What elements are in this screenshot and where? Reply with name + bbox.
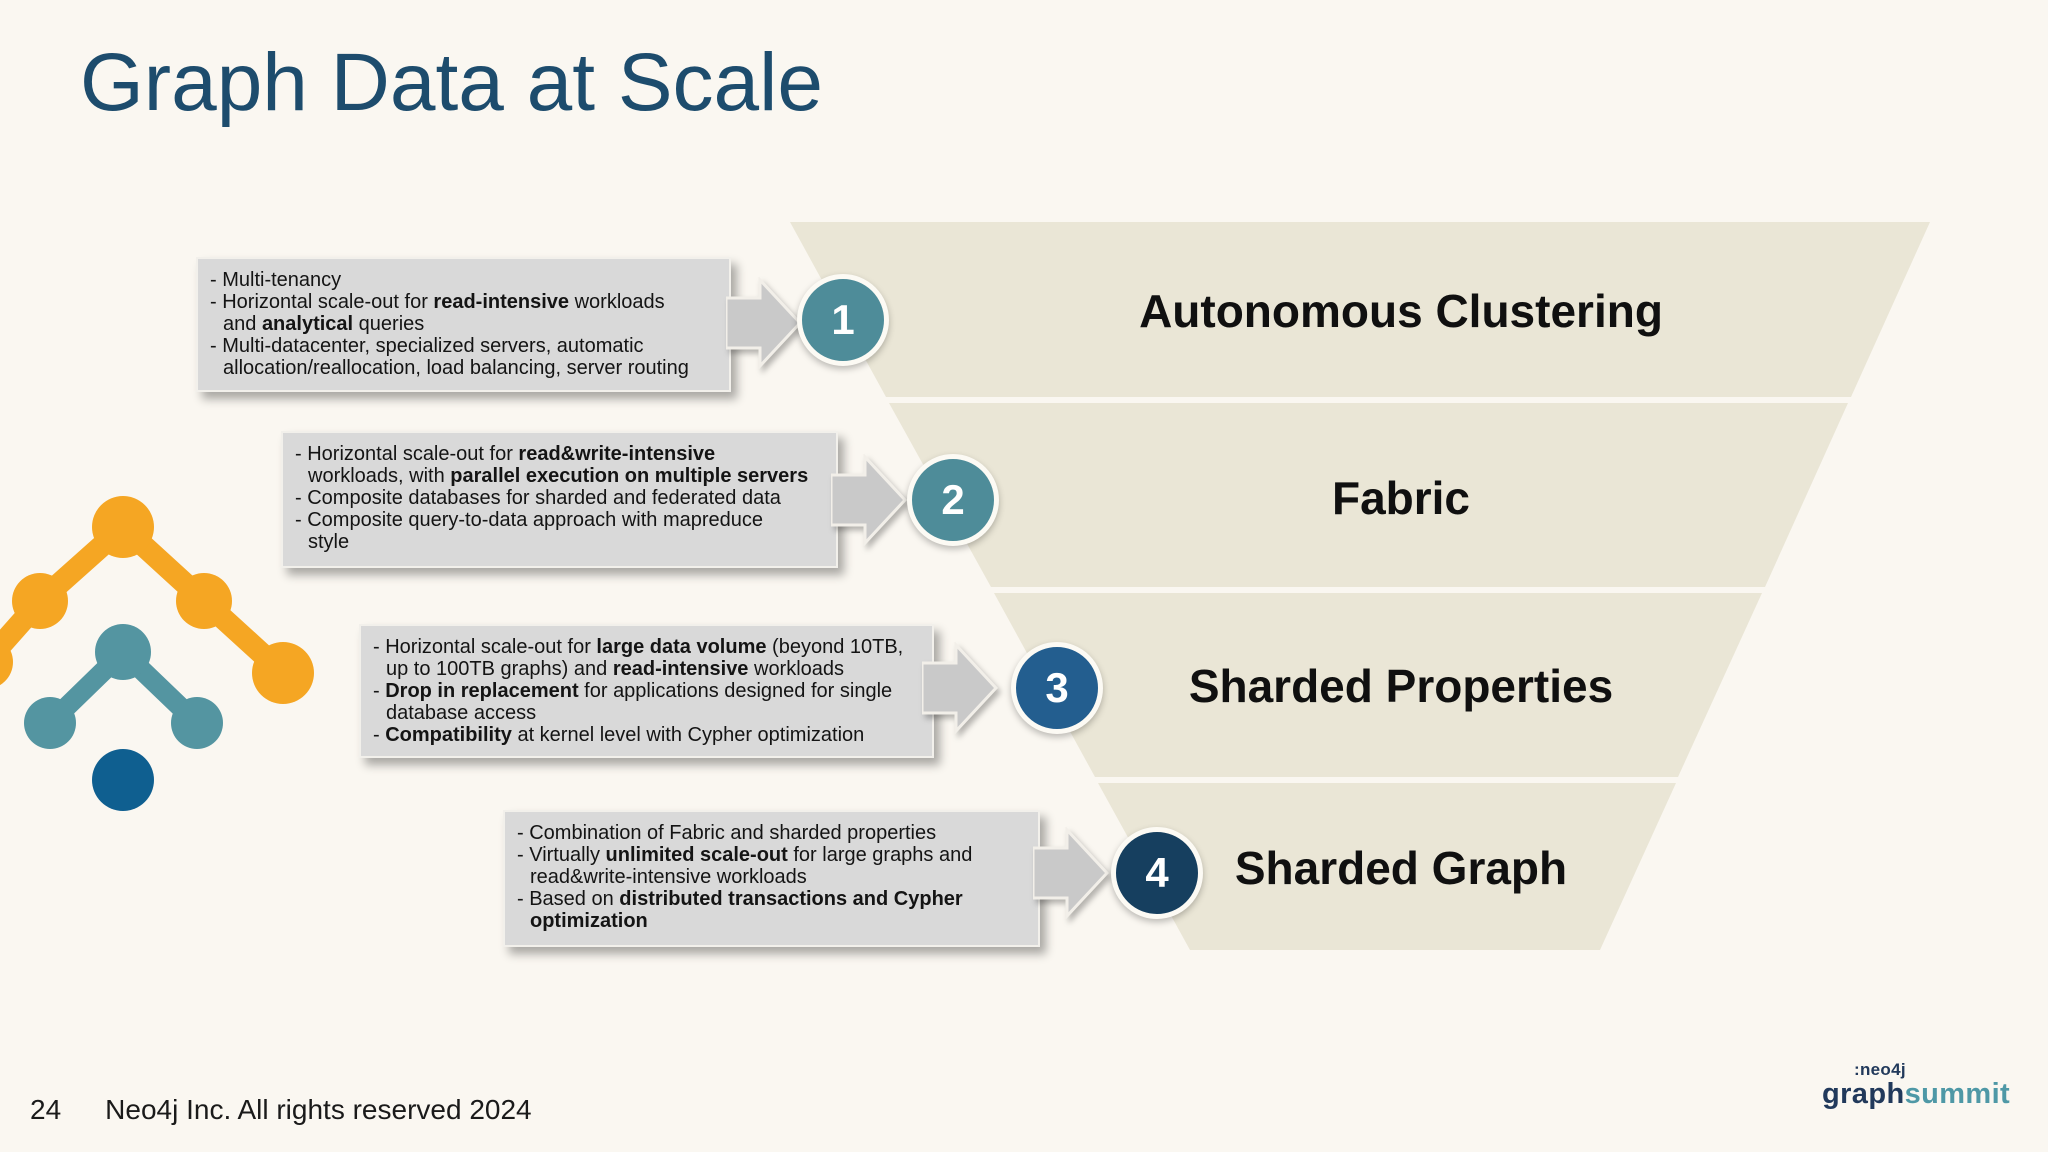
funnel-label-4: Sharded Graph xyxy=(1234,842,1568,894)
footer: 24 Neo4j Inc. All rights reserved 2024 xyxy=(30,1094,532,1126)
funnel-label-2: Fabric xyxy=(1331,472,1471,524)
callout-level-4: - Combination of Fabric and sharded prop… xyxy=(503,810,1040,947)
level-2-badge: 2 xyxy=(907,454,999,546)
funnel-label-3: Sharded Properties xyxy=(1188,660,1614,712)
callout-level-3: - Horizontal scale-out for large data vo… xyxy=(359,624,934,758)
graphsummit-summit-text: summit xyxy=(1904,1078,2011,1110)
graphsummit-wordmark: graphsummit xyxy=(1822,1078,2040,1111)
arrow-right-icon xyxy=(922,642,999,734)
level-4-badge: 4 xyxy=(1111,827,1203,919)
level-1-badge: 1 xyxy=(797,274,889,366)
funnel-band-4 xyxy=(1098,783,1676,950)
funnel-band-1 xyxy=(790,222,1930,397)
funnel-band-2 xyxy=(889,403,1848,587)
neo4j-graph-motif xyxy=(0,496,314,811)
funnel-band-3 xyxy=(994,593,1762,777)
neo4j-wordmark: :neo4j xyxy=(1854,1060,1906,1079)
arrow-right-icon xyxy=(831,454,908,546)
callout-level-1: - Multi-tenancy- Horizontal scale-out fo… xyxy=(196,257,731,392)
copyright-text: Neo4j Inc. All rights reserved 2024 xyxy=(105,1094,532,1125)
graphsummit-graph-text: graph xyxy=(1822,1078,1905,1110)
level-3-badge: 3 xyxy=(1011,642,1103,734)
page-number: 24 xyxy=(30,1094,62,1125)
graphsummit-logo: :neo4j graphsummit xyxy=(1820,1060,2040,1111)
callout-level-2: - Horizontal scale-out for read&write-in… xyxy=(281,431,838,568)
arrow-right-icon xyxy=(1033,827,1110,919)
funnel-label-1: Autonomous Clustering xyxy=(1139,285,1663,337)
arrow-right-icon xyxy=(726,277,803,369)
page-title: Graph Data at Scale xyxy=(80,37,823,128)
